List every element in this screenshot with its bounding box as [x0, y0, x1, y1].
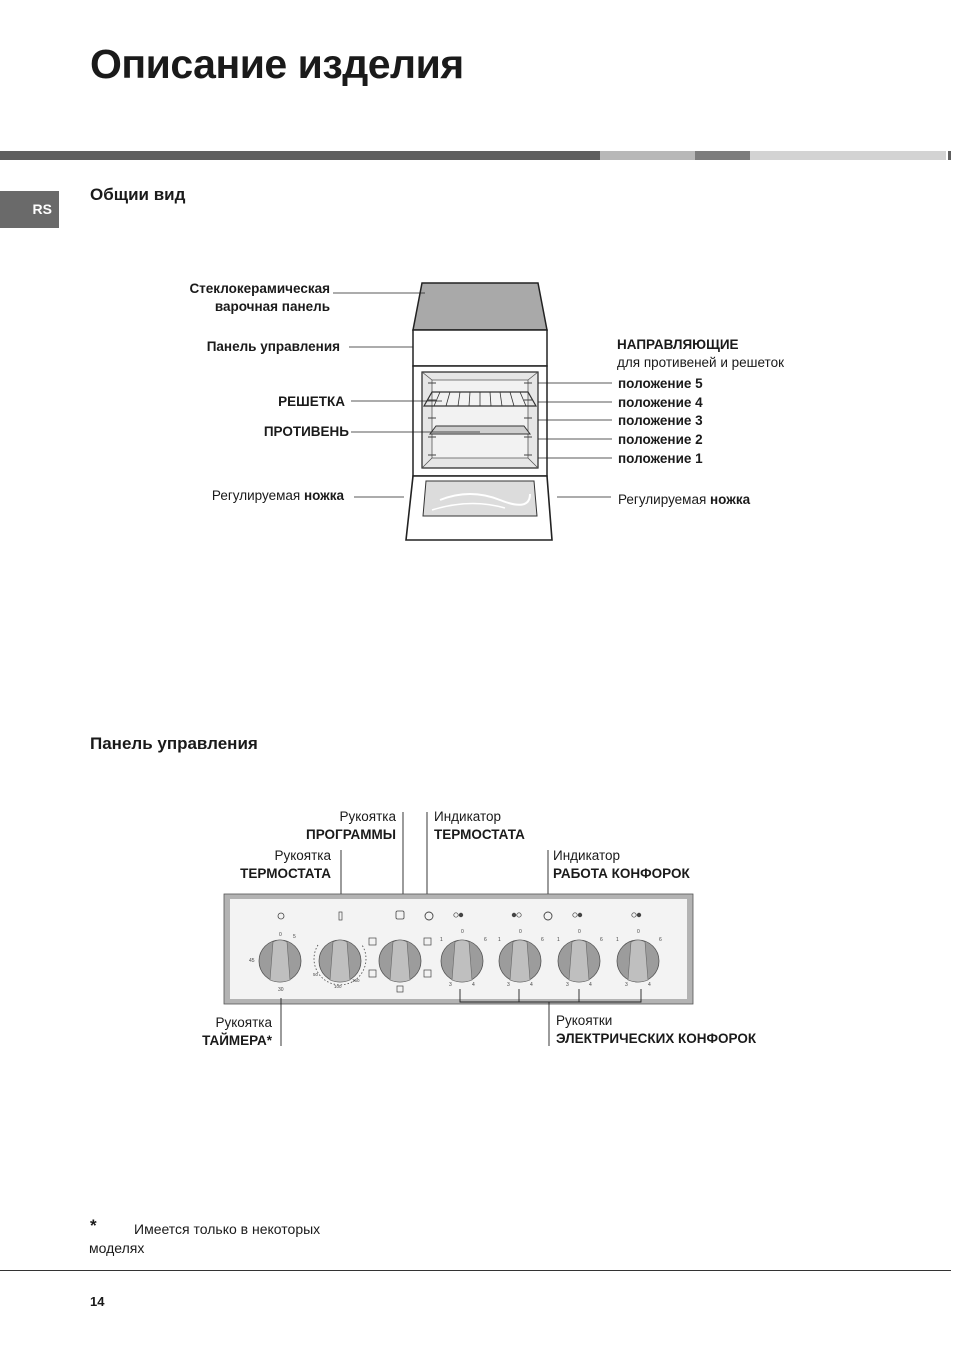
- label-position-5: положение 5: [618, 376, 703, 391]
- label-timer-line2: ТАЙМЕРА*: [202, 1033, 272, 1048]
- timer-mark-5: 5: [293, 934, 296, 940]
- label-thermo-ind-line2: ТЕРМОСТАТА: [434, 827, 525, 842]
- label-position-4: положение 4: [618, 395, 703, 410]
- timer-mark-45: 45: [249, 958, 255, 964]
- svg-text:1: 1: [557, 937, 560, 943]
- label-guides-sub: для противеней и решеток: [617, 355, 784, 370]
- label-program-line1: Рукоятка: [339, 809, 396, 824]
- svg-text:3: 3: [566, 982, 569, 988]
- svg-text:0: 0: [519, 929, 522, 935]
- page-title: Описание изделия: [90, 41, 464, 87]
- label-hob-line1: Стеклокерамическая: [189, 281, 330, 296]
- label-guides-title: НАПРАВЛЯЮЩИЕ: [617, 337, 739, 352]
- label-hob-ind-line1: Индикатор: [553, 848, 621, 863]
- thermo-mark-100: 100: [334, 984, 342, 989]
- svg-text:3: 3: [449, 982, 452, 988]
- svg-text:6: 6: [484, 937, 487, 943]
- language-tab: RS: [0, 191, 59, 228]
- header-bar-pale: [750, 151, 946, 160]
- hob-indicator-lamp: [543, 911, 553, 921]
- label-hob-line2: варочная панель: [214, 299, 330, 314]
- label-timer-line1: Рукоятка: [215, 1015, 272, 1030]
- svg-text:0: 0: [461, 929, 464, 935]
- thermo-mark-50: 50: [313, 972, 319, 977]
- header-bar-light: [600, 151, 695, 160]
- label-thermostat-line2: ТЕРМОСТАТА: [240, 866, 331, 881]
- label-thermo-ind-line1: Индикатор: [434, 809, 502, 824]
- label-tray: ПРОТИВЕНЬ: [263, 424, 349, 439]
- label-position-2: положение 2: [618, 432, 703, 447]
- footnote-line2: моделях: [89, 1240, 145, 1256]
- burner-knob-2: 0 1 3 4 6: [498, 912, 544, 988]
- timer-mark-30: 30: [278, 987, 284, 993]
- baking-tray: [429, 425, 531, 435]
- svg-text:4: 4: [589, 982, 592, 988]
- label-foot-right: Регулируемая ножка: [618, 492, 751, 507]
- svg-text:6: 6: [541, 937, 544, 943]
- left-leader-lines: [333, 292, 480, 498]
- general-view-heading: Общии вид: [90, 185, 186, 204]
- svg-text:4: 4: [648, 982, 651, 988]
- label-program-line2: ПРОГРАММЫ: [306, 827, 396, 842]
- header-bar-end: [948, 151, 951, 160]
- right-leader-lines: [538, 382, 612, 498]
- page-number: 14: [90, 1294, 105, 1309]
- header-bar-mid: [695, 151, 750, 160]
- burner-knob-3: 0 1 3 4 6: [557, 912, 603, 988]
- svg-text:0: 0: [578, 929, 581, 935]
- label-control-panel: Панель управления: [206, 339, 340, 354]
- svg-text:1: 1: [498, 937, 501, 943]
- footer-rule: [0, 1270, 951, 1271]
- program-knob: [368, 910, 432, 993]
- oven-control-strip: [412, 329, 548, 367]
- label-position-3: положение 3: [618, 413, 703, 428]
- svg-text:6: 6: [659, 937, 662, 943]
- oven-illustration: [333, 282, 612, 541]
- burner-knob-1: 0 1 3 4 6: [440, 912, 487, 988]
- thermostat-knob: 50 100 150: [313, 911, 367, 989]
- footnote-star: *: [90, 1216, 97, 1235]
- shelf-guides: [428, 382, 532, 456]
- label-rack: РЕШЕТКА: [278, 394, 345, 409]
- label-burners-line1: Рукоятки: [556, 1013, 613, 1028]
- thermo-mark-150: 150: [352, 978, 360, 983]
- svg-text:3: 3: [625, 982, 628, 988]
- label-burners-line2: ЭЛЕКТРИЧЕСКИХ КОНФОРОК: [556, 1031, 757, 1046]
- svg-text:6: 6: [600, 937, 603, 943]
- footnote-line1: Имеется только в некоторых: [134, 1221, 321, 1237]
- oven-door-glass: [422, 480, 538, 517]
- thermostat-indicator-lamp: [424, 911, 434, 921]
- label-thermostat-line1: Рукоятка: [274, 848, 331, 863]
- timer-knob: 0 5 30 45: [249, 912, 302, 993]
- header-bar-dark: [0, 151, 600, 160]
- control-panel-heading: Панель управления: [90, 734, 258, 753]
- svg-text:1: 1: [440, 937, 443, 943]
- burner-knob-4: 0 1 3 4 6: [616, 912, 662, 988]
- label-foot-left: Регулируемая ножка: [211, 488, 344, 503]
- svg-text:4: 4: [472, 982, 475, 988]
- oven-hob-top: [412, 282, 548, 331]
- svg-text:1: 1: [616, 937, 619, 943]
- svg-text:3: 3: [507, 982, 510, 988]
- label-hob-ind-line2: РАБОТА КОНФОРОК: [553, 866, 690, 881]
- svg-text:0: 0: [637, 929, 640, 935]
- label-position-1: положение 1: [618, 451, 703, 466]
- svg-text:4: 4: [530, 982, 533, 988]
- timer-mark-0: 0: [279, 932, 282, 938]
- control-panel-illustration: 0 5 30 45 50 100 150 0 1 3 4 6: [223, 812, 694, 1046]
